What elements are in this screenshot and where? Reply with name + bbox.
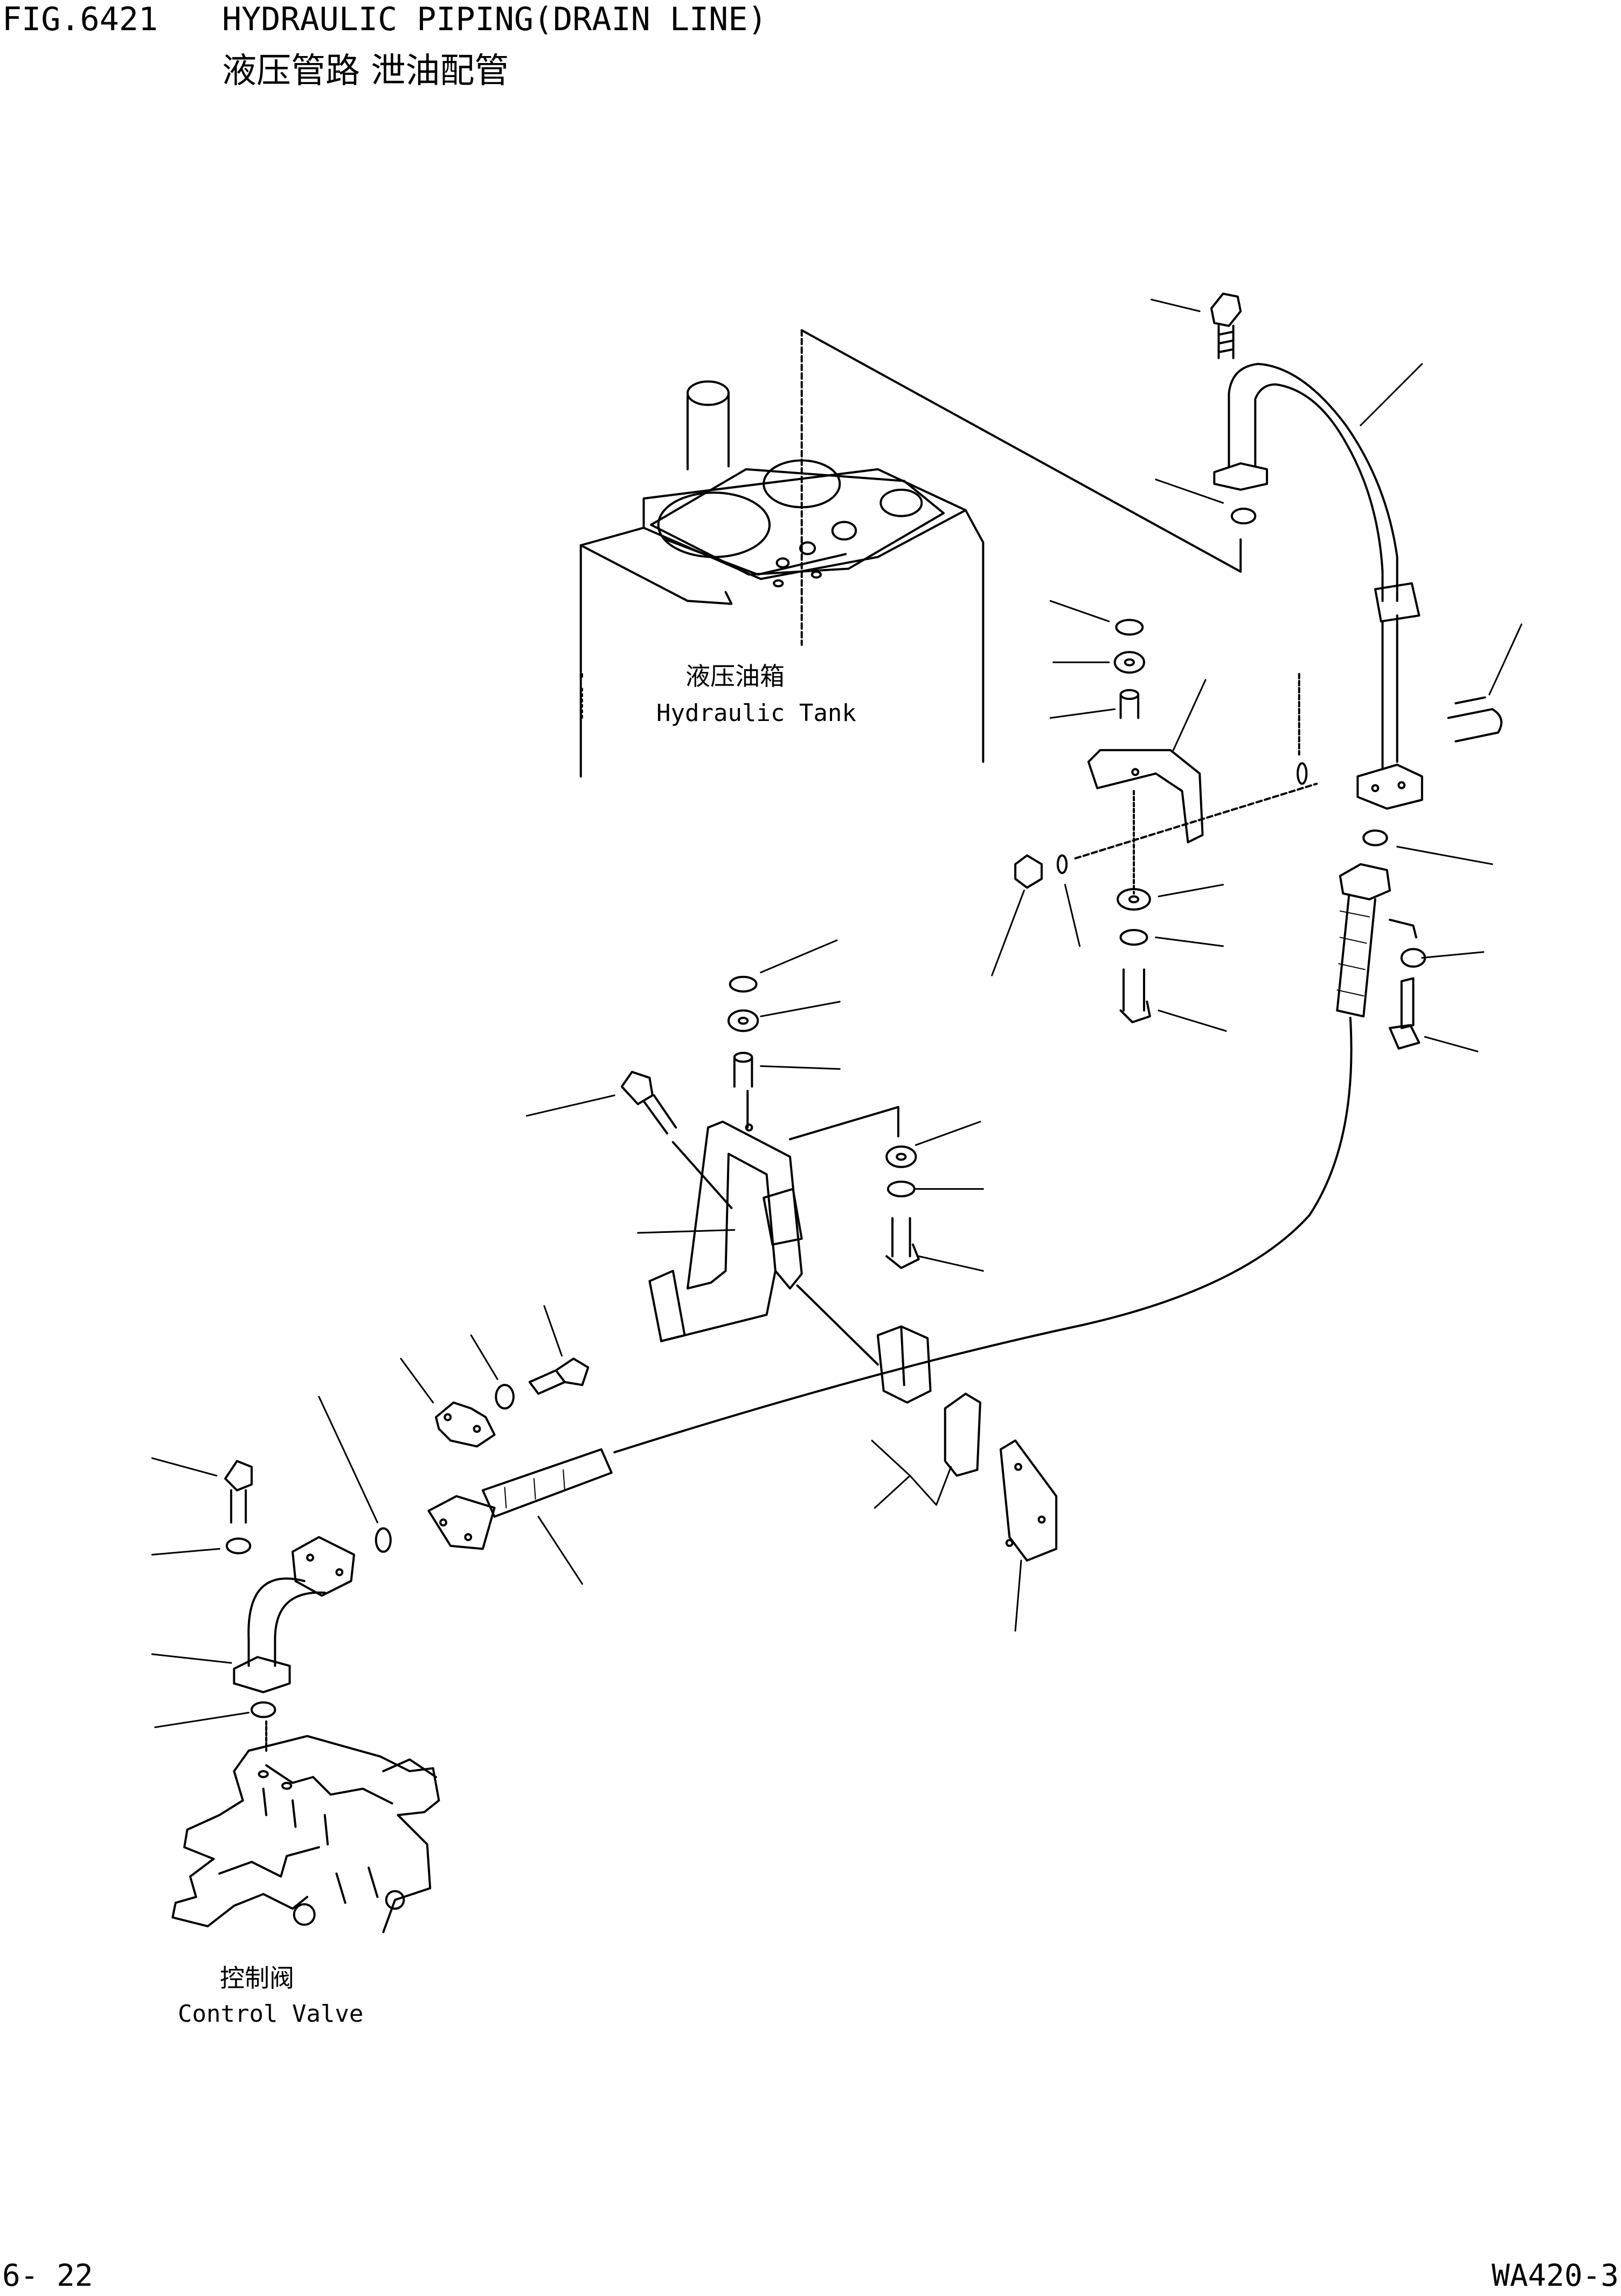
- lock-washer: [496, 1385, 514, 1408]
- hydraulic-tank: [581, 330, 1241, 776]
- figure-number: FIG.6421: [2, 1, 158, 38]
- split-flange: [436, 1403, 495, 1446]
- o-ring: [1298, 764, 1306, 784]
- nut: [1015, 856, 1042, 888]
- page-title: HYDRAULIC PIPING(DRAIN LINE): [222, 1, 767, 38]
- o-ring: [1232, 509, 1255, 523]
- hose-bolt: [1390, 979, 1419, 1049]
- upper-elbow-pipe: [1214, 364, 1422, 808]
- middle-bracket-assembly: [649, 977, 801, 1341]
- upper-bracket-assembly: [1089, 620, 1203, 1022]
- middle-right-stack: [886, 1147, 919, 1268]
- control-valve: [172, 1722, 439, 1932]
- flange-bolt: [530, 1358, 588, 1393]
- o-ring: [376, 1528, 391, 1551]
- u-bolt: [1449, 697, 1501, 741]
- model-code: WA420-3: [1492, 2258, 1619, 2293]
- drain-hose: [428, 830, 1390, 1549]
- leader-lines: [152, 300, 1521, 1728]
- hose-clamp: [878, 1327, 1056, 1560]
- hydraulic-tank-label: Hydraulic Tank: [656, 699, 856, 727]
- page-number: 6- 22: [2, 2258, 93, 2293]
- control-valve-label: Control Valve: [178, 2000, 364, 2028]
- page-title-chinese: 液压管路 泄油配管: [222, 51, 509, 91]
- spring-washer: [1058, 856, 1066, 873]
- bracket-bolt: [622, 1072, 676, 1133]
- top-bolt: [1211, 294, 1241, 358]
- control-valve-label-chinese: 控制阀: [220, 1964, 294, 1993]
- hydraulic-tank-label-chinese: 液压油箱: [685, 662, 785, 691]
- lower-elbow-pipe: [225, 1461, 354, 1717]
